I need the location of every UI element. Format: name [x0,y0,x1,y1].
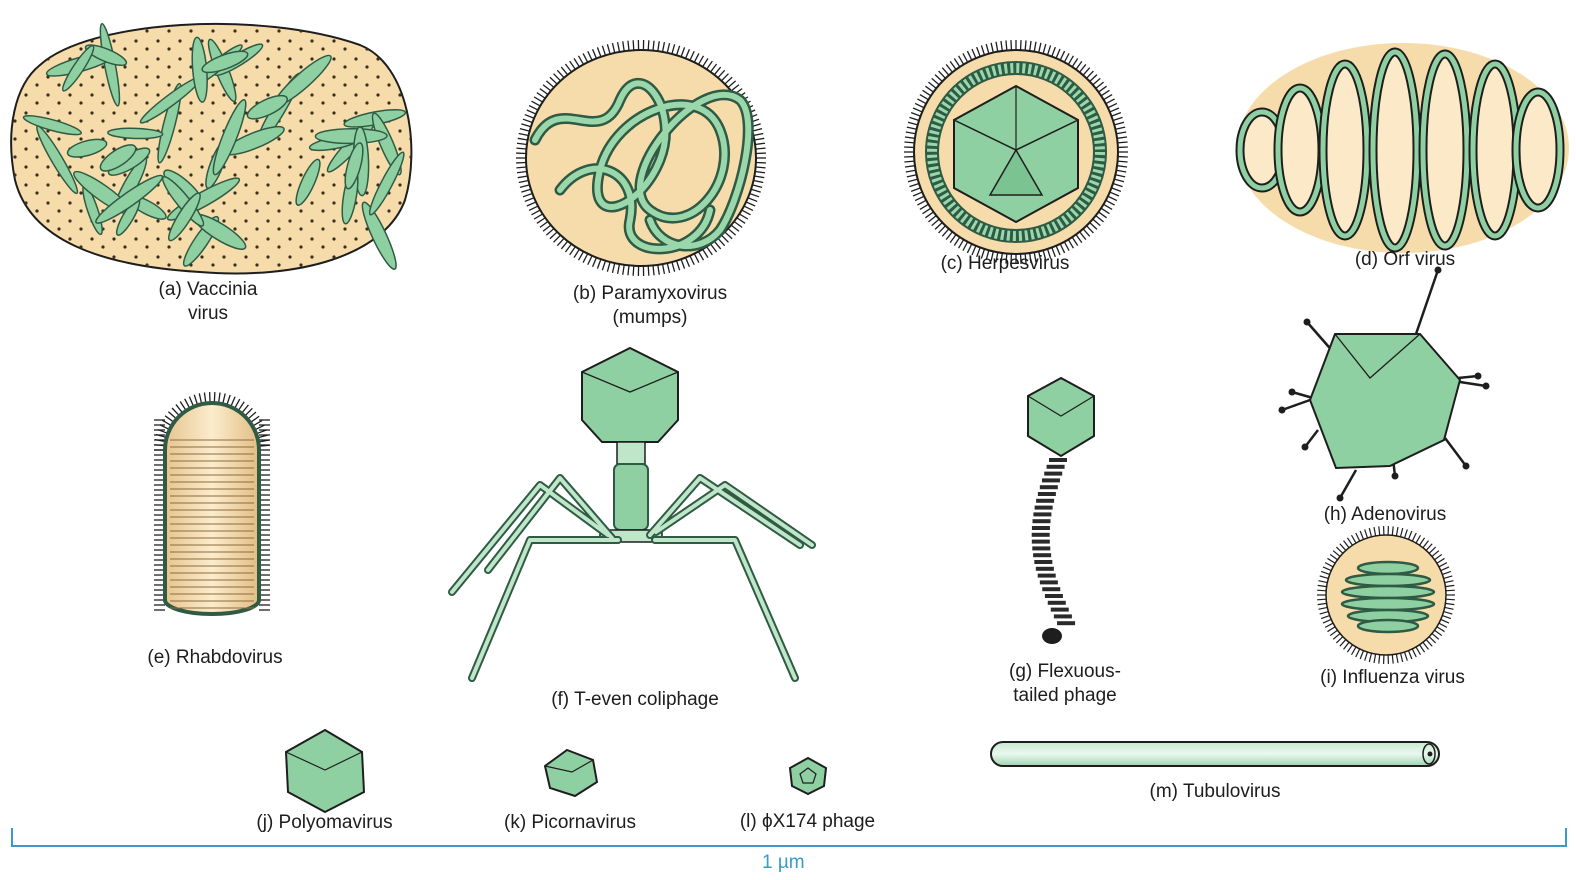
scale-bar-label: 1 µm [762,852,805,874]
label-adenovirus: (h) Adenovirus [1285,503,1485,527]
label-orf-virus: (d) Orf virus [1320,248,1490,272]
picornavirus-illustration [545,750,597,796]
label-herpesvirus: (c) Herpesvirus [900,252,1110,276]
orf-virus-illustration [1237,43,1569,253]
influenza-virus-illustration [1317,526,1455,664]
phix174-phage-illustration [790,758,826,794]
vaccinia-virus-illustration [11,23,411,274]
polyomavirus-illustration [286,730,364,812]
label-influenza-virus: (i) Influenza virus [1280,666,1505,690]
herpesvirus-illustration [904,40,1128,264]
tubulovirus-illustration [991,742,1439,766]
t-even-coliphage-illustration [452,348,812,678]
label-phix174-phage: (l) ϕX174 phage [705,810,910,834]
label-polyomavirus: (j) Polyomavirus [222,811,427,835]
label-picornavirus: (k) Picornavirus [470,811,670,835]
label-flexuous-tailed-phage: (g) Flexuous-tailed phage [975,660,1155,708]
label-paramyxovirus: (b) Paramyxovirus(mumps) [540,282,760,330]
label-t-even-coliphage: (f) T-even coliphage [510,688,760,712]
rhabdovirus-illustration [154,392,270,614]
adenovirus-illustration [1279,267,1490,502]
paramyxovirus-illustration [516,40,766,276]
label-rhabdovirus: (e) Rhabdovirus [110,646,320,670]
flexuous-tailed-phage-illustration [1028,378,1094,644]
label-tubulovirus: (m) Tubulovirus [1105,780,1325,804]
